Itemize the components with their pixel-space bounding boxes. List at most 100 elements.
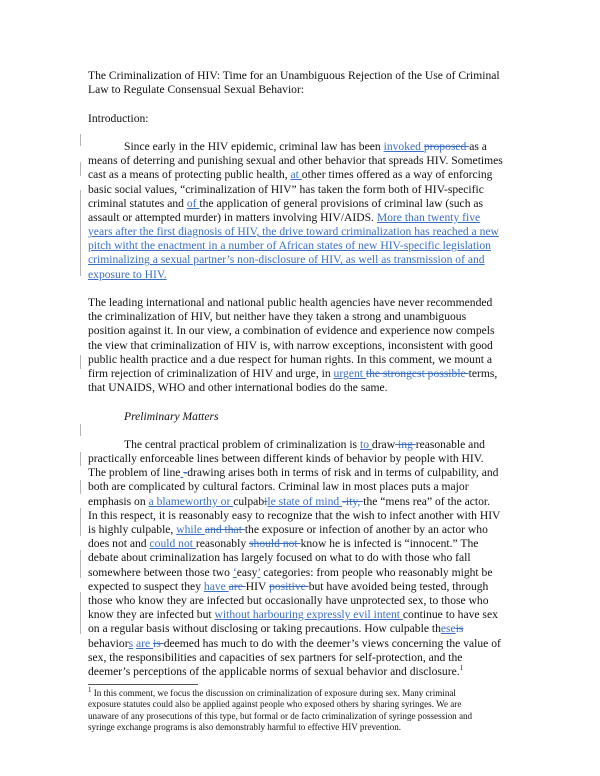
text: The problem of line [88, 466, 181, 480]
tracked-insertion: pitch witht the enactment in a number of… [88, 239, 491, 253]
text: deemer’s perceptions of the applicable n… [88, 664, 460, 678]
text: that UNAIDS, WHO and other international… [88, 381, 388, 395]
text: unaware of any prosecutions of this type… [88, 710, 473, 721]
text: those who know they are infected but occ… [88, 593, 489, 607]
text: In this comment, we focus the discussion… [91, 688, 456, 699]
text: terms, [468, 366, 498, 380]
paragraph-agencies: The leading international and national p… [88, 296, 528, 395]
text: In this respect, it is reasonably easy t… [88, 508, 501, 522]
tracked-insertion: while [176, 523, 205, 536]
footnote-reference[interactable]: 1 [459, 664, 464, 673]
text: does not and [88, 537, 150, 551]
text: basic social values, “criminalization of… [88, 182, 484, 196]
document-title-cont: Law to Regulate Consensual Sexual Behavi… [88, 83, 305, 97]
paragraph-intro: Since early in the HIV epidemic, crimina… [88, 140, 528, 282]
text: reasonable and [415, 437, 485, 451]
tracked-deletion: -ity, [342, 494, 364, 508]
text: somewhere between those two [88, 565, 233, 579]
tracked-insertion: invoked [383, 139, 424, 153]
tracked-insertion: ’ [257, 565, 261, 579]
text: criminal statutes and [88, 196, 187, 210]
change-bar [80, 452, 81, 466]
text: HIV [245, 579, 270, 593]
tracked-insertion: ese [440, 622, 456, 636]
tracked-deletion: ing [395, 437, 416, 451]
tracked-insertion: s [128, 636, 134, 650]
text: know they are infected but [88, 608, 215, 622]
tracked-deletion: i [264, 494, 268, 508]
tracked-deletion: are [228, 579, 246, 593]
text: is highly culpable, [88, 523, 177, 536]
subheading: Preliminary Matters [124, 409, 219, 423]
change-bar [80, 592, 81, 634]
change-bar [80, 550, 81, 564]
tracked-insertion: without harbouring expressly evil intent [214, 608, 403, 622]
footnote-marker: 1 [88, 686, 92, 695]
tracked-deletion: should not [249, 537, 301, 551]
change-bar [80, 190, 81, 276]
text: emphasis on [88, 494, 149, 508]
tracked-insertion: could not [149, 537, 196, 551]
tracked-insertion: at [290, 168, 302, 182]
text: syringe exchange programs is also demons… [88, 722, 402, 733]
text: expected to suspect they [88, 579, 204, 593]
text: means of deterring and punishing sexual … [88, 154, 503, 168]
tracked-insertion: years after the first diagnosis of HIV, … [88, 225, 499, 239]
change-bar [80, 424, 81, 436]
change-bar [80, 564, 81, 578]
text: the criminalization of HIV, but neither … [88, 310, 467, 324]
text: assault or attempted murder) in matters … [88, 210, 377, 224]
text: categories: from people who reasonably m… [260, 565, 493, 579]
footnote: 1 In this comment, we focus the discussi… [88, 686, 528, 734]
tracked-insertion: ‘ [232, 565, 237, 579]
change-bar [80, 134, 81, 146]
text: sex, the responsibilities and capacities… [88, 650, 463, 664]
tracked-insertion: exposure to HIV. [88, 267, 167, 281]
tracked-deletion: is [153, 636, 164, 650]
text: Since early in the HIV epidemic, crimina… [124, 139, 384, 153]
tracked-insertion: to [359, 437, 372, 451]
text: practically enforceable lines between di… [88, 452, 484, 466]
tracked-insertion: a blameworthy or [148, 494, 234, 508]
text: the application of general provisions of… [199, 196, 484, 210]
change-bar [80, 355, 81, 369]
document-body: The Criminalization of HIV: Time for an … [88, 69, 528, 734]
text: exposure statutes could also be applied … [88, 699, 462, 710]
text: culpab [233, 494, 265, 508]
text: on a regular basis without disclosing or… [88, 622, 441, 636]
text: the exposure or infection of another by … [244, 523, 488, 536]
text: firm rejection of criminalization of HIV… [88, 366, 334, 380]
text: behavior [88, 636, 129, 650]
document-title: The Criminalization of HIV: Time for an … [88, 69, 500, 82]
section-heading: Introduction: [88, 111, 149, 125]
tracked-deletion: - [183, 466, 188, 480]
text: the view that criminalization of HIV is,… [88, 338, 493, 352]
text: easy [236, 565, 258, 579]
text: know he is infected is “innocent.” The [300, 537, 479, 551]
text: public health practice and a due respect… [88, 352, 493, 366]
change-bar [80, 162, 81, 176]
tracked-insertion: have [203, 579, 229, 593]
footnote-separator [88, 684, 198, 686]
tracked-deletion: proposed [423, 139, 470, 153]
change-bar [80, 508, 81, 536]
text: continue to have sex [402, 608, 498, 622]
tracked-insertion: More than twenty five [376, 210, 481, 224]
tracked-insertion: le state of mind [267, 494, 343, 508]
tracked-deletion: the strongest possible [365, 366, 469, 380]
tracked-deletion: positive [269, 579, 309, 593]
tracked-insertion: criminalizing a sexual partner’s non-dis… [88, 253, 485, 267]
text: cast as a means of protecting public hea… [88, 168, 291, 182]
tracked-deletion: is [455, 622, 464, 636]
text: other times offered as a way of enforcin… [301, 168, 493, 182]
text: the “mens rea” of the actor. [363, 494, 491, 508]
text: but have avoided being tested, through [308, 579, 489, 593]
text: deemed has much to do with the deemer’s … [163, 636, 501, 650]
tracked-insertion: of [186, 196, 200, 210]
text: draw [371, 437, 396, 451]
text: drawing arises both in terms of risk and… [187, 466, 499, 480]
text: position against it. In our view, a comb… [88, 324, 495, 338]
text: The central practical problem of crimina… [124, 437, 360, 451]
text: as a [469, 139, 487, 153]
